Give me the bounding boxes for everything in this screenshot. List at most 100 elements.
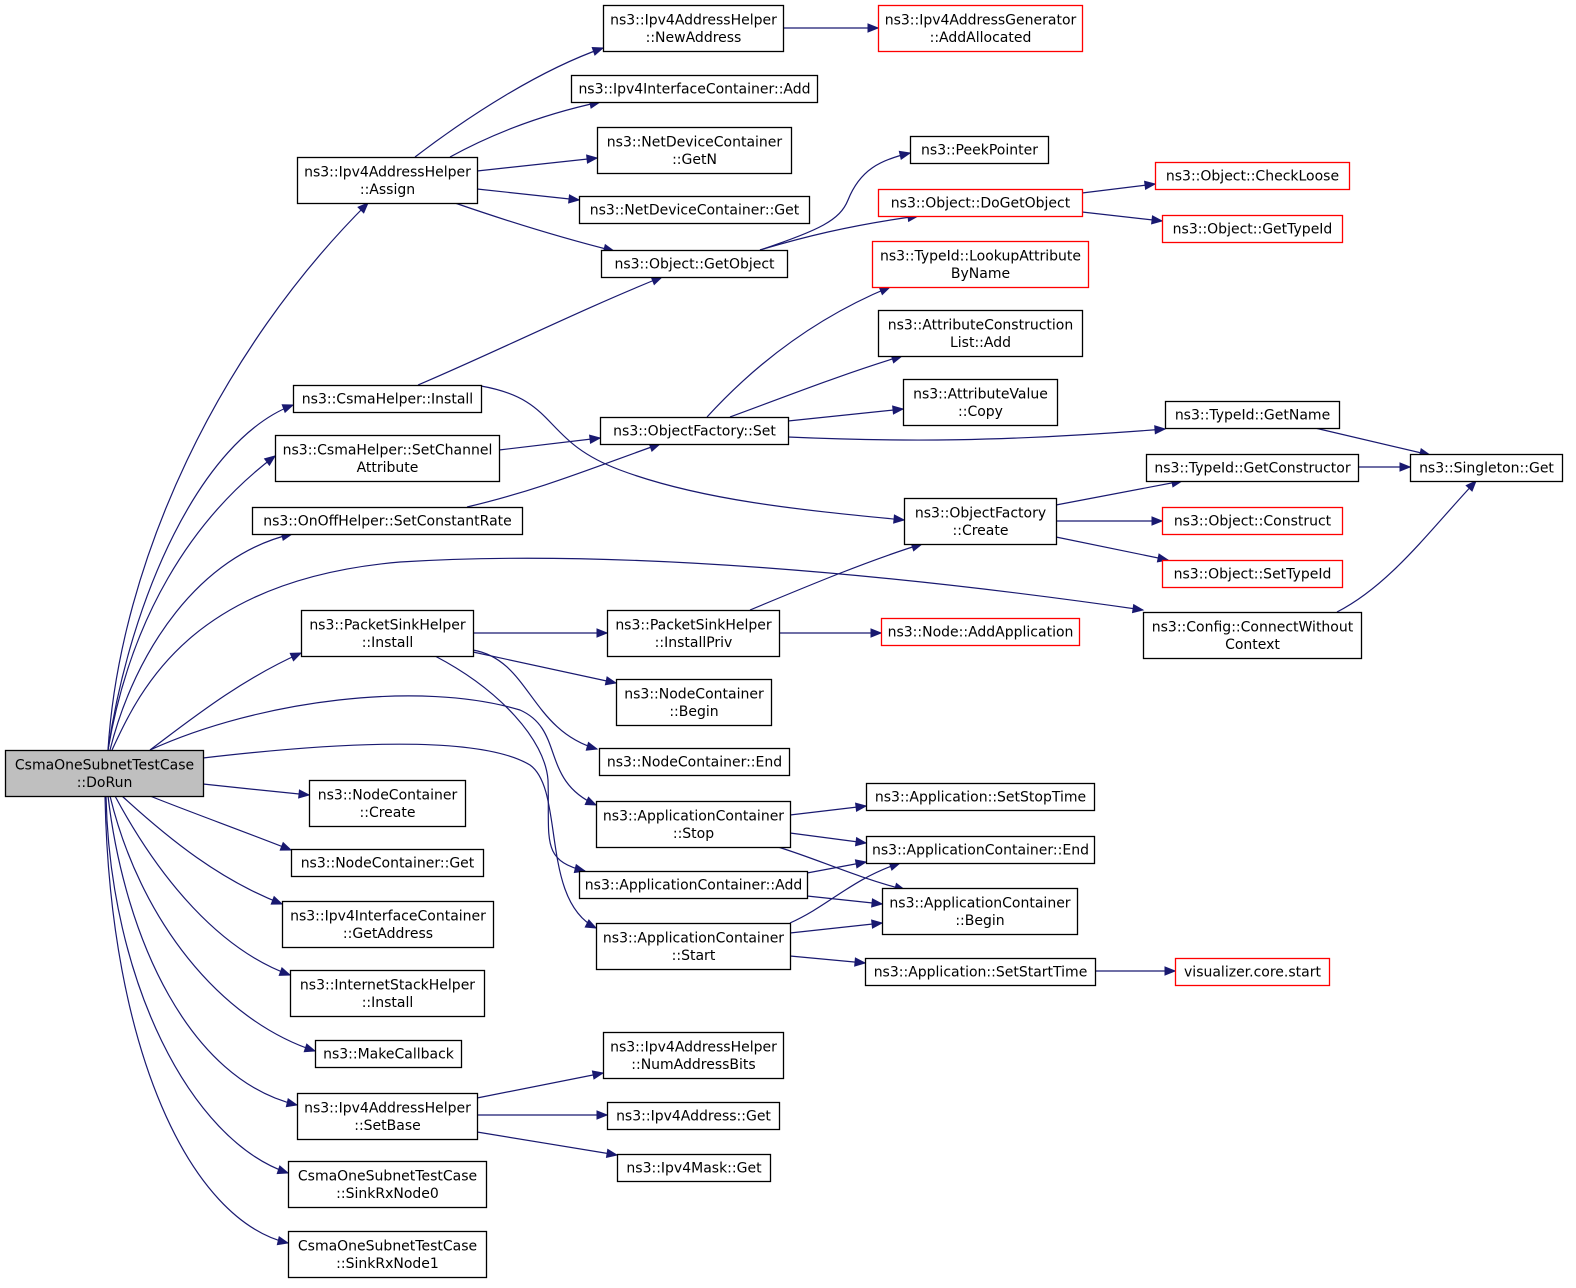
node-ipv4ic-add[interactable]: ns3::Ipv4InterfaceContainer::Add <box>570 74 819 104</box>
node-box[interactable] <box>274 434 501 483</box>
node-box[interactable] <box>296 1092 479 1141</box>
node-ac-end[interactable]: ns3::ApplicationContainer::End <box>865 835 1096 865</box>
node-psh-install[interactable]: ns3::PacketSinkHelper::Install <box>300 609 475 658</box>
node-ipv4addr-get[interactable]: ns3::Ipv4Address::Get <box>606 1101 781 1131</box>
node-box[interactable] <box>1154 161 1351 191</box>
node-box[interactable] <box>864 957 1097 987</box>
node-box[interactable] <box>1145 453 1360 483</box>
node-viz-start[interactable]: visualizer.core.start <box>1174 957 1331 987</box>
node-box[interactable] <box>296 156 479 205</box>
node-box[interactable] <box>1161 506 1344 536</box>
node-box[interactable] <box>1142 611 1363 660</box>
node-box[interactable] <box>1409 453 1564 483</box>
node-ipv4ah-numaddrbits[interactable]: ns3::Ipv4AddressHelper::NumAddressBits <box>602 1031 785 1080</box>
node-ipv4ah-assign[interactable]: ns3::Ipv4AddressHelper::Assign <box>296 156 479 205</box>
node-node-addapp[interactable]: ns3::Node::AddApplication <box>880 617 1081 647</box>
node-ipv4ic-getaddress[interactable]: ns3::Ipv4InterfaceContainer::GetAddress <box>281 900 495 949</box>
node-box[interactable] <box>616 1153 772 1183</box>
node-box[interactable] <box>598 747 791 777</box>
node-box[interactable] <box>880 617 1081 647</box>
node-obj-getobject[interactable]: ns3::Object::GetObject <box>600 249 789 279</box>
node-box[interactable] <box>1174 957 1331 987</box>
node-ish-install[interactable]: ns3::InternetStackHelper::Install <box>289 969 486 1018</box>
node-psh-installpriv[interactable]: ns3::PacketSinkHelper::InstallPriv <box>606 609 781 658</box>
node-box[interactable] <box>300 609 475 658</box>
node-obj-construct[interactable]: ns3::Object::Construct <box>1161 506 1344 536</box>
node-box[interactable] <box>287 1160 488 1209</box>
node-box[interactable] <box>570 74 819 104</box>
node-ipv4ah-newaddress[interactable]: ns3::Ipv4AddressHelper::NewAddress <box>602 4 785 53</box>
node-box[interactable] <box>881 887 1079 936</box>
node-onoff-setrate[interactable]: ns3::OnOffHelper::SetConstantRate <box>251 506 524 536</box>
node-box[interactable] <box>308 779 467 828</box>
node-ipv4ag-addallocated[interactable]: ns3::Ipv4AddressGenerator::AddAllocated <box>877 4 1084 53</box>
node-ac-begin[interactable]: ns3::ApplicationContainer::Begin <box>881 887 1079 936</box>
node-box[interactable] <box>871 240 1090 289</box>
node-box[interactable] <box>615 678 773 727</box>
node-ipv4ah-setbase[interactable]: ns3::Ipv4AddressHelper::SetBase <box>296 1092 479 1141</box>
node-box[interactable] <box>865 782 1096 812</box>
node-box[interactable] <box>596 126 793 175</box>
node-root[interactable]: CsmaOneSubnetTestCase::DoRun <box>4 749 205 798</box>
node-box[interactable] <box>877 4 1084 53</box>
node-ipv4mask-get[interactable]: ns3::Ipv4Mask::Get <box>616 1153 772 1183</box>
node-nc-begin[interactable]: ns3::NodeContainer::Begin <box>615 678 773 727</box>
node-box[interactable] <box>251 506 524 536</box>
node-box[interactable] <box>1161 559 1344 589</box>
node-of-set[interactable]: ns3::ObjectFactory::Set <box>599 416 790 446</box>
node-box[interactable] <box>4 749 205 798</box>
node-peekpointer[interactable]: ns3::PeekPointer <box>909 135 1050 165</box>
node-app-setstarttime[interactable]: ns3::Application::SetStartTime <box>864 957 1097 987</box>
node-obj-dogetobject[interactable]: ns3::Object::DoGetObject <box>877 188 1084 218</box>
node-nc-end[interactable]: ns3::NodeContainer::End <box>598 747 791 777</box>
node-av-copy[interactable]: ns3::AttributeValue::Copy <box>902 378 1059 427</box>
node-box[interactable] <box>602 4 785 53</box>
node-box[interactable] <box>290 848 485 878</box>
node-ndc-getn[interactable]: ns3::NetDeviceContainer::GetN <box>596 126 793 175</box>
node-of-create[interactable]: ns3::ObjectFactory::Create <box>903 497 1058 546</box>
node-box[interactable] <box>909 135 1050 165</box>
node-box[interactable] <box>606 609 781 658</box>
node-box[interactable] <box>578 870 809 900</box>
node-makecallback[interactable]: ns3::MakeCallback <box>314 1039 463 1069</box>
node-obj-checkloose[interactable]: ns3::Object::CheckLoose <box>1154 161 1351 191</box>
node-ac-add[interactable]: ns3::ApplicationContainer::Add <box>578 870 809 900</box>
node-box[interactable] <box>292 384 483 414</box>
node-ac-start[interactable]: ns3::ApplicationContainer::Start <box>595 922 792 971</box>
node-box[interactable] <box>877 188 1084 218</box>
node-box[interactable] <box>578 195 811 225</box>
node-box[interactable] <box>600 249 789 279</box>
node-box[interactable] <box>314 1039 463 1069</box>
node-box[interactable] <box>595 922 792 971</box>
node-box[interactable] <box>1161 214 1344 244</box>
node-box[interactable] <box>865 835 1096 865</box>
node-sinkrx1[interactable]: CsmaOneSubnetTestCase::SinkRxNode1 <box>287 1230 488 1279</box>
node-box[interactable] <box>903 497 1058 546</box>
node-csma-install[interactable]: ns3::CsmaHelper::Install <box>292 384 483 414</box>
node-box[interactable] <box>602 1031 785 1080</box>
node-box[interactable] <box>902 378 1059 427</box>
node-singleton-get[interactable]: ns3::Singleton::Get <box>1409 453 1564 483</box>
node-ndc-get[interactable]: ns3::NetDeviceContainer::Get <box>578 195 811 225</box>
node-box[interactable] <box>281 900 495 949</box>
node-box[interactable] <box>606 1101 781 1131</box>
node-box[interactable] <box>1164 400 1341 430</box>
node-sinkrx0[interactable]: CsmaOneSubnetTestCase::SinkRxNode0 <box>287 1160 488 1209</box>
node-ac-stop[interactable]: ns3::ApplicationContainer::Stop <box>595 800 792 849</box>
node-box[interactable] <box>599 416 790 446</box>
node-app-setstoptime[interactable]: ns3::Application::SetStopTime <box>865 782 1096 812</box>
node-box[interactable] <box>595 800 792 849</box>
node-box[interactable] <box>289 969 486 1018</box>
node-obj-gettypeid[interactable]: ns3::Object::GetTypeId <box>1161 214 1344 244</box>
node-obj-settypeid[interactable]: ns3::Object::SetTypeId <box>1161 559 1344 589</box>
node-nc-create[interactable]: ns3::NodeContainer::Create <box>308 779 467 828</box>
node-typeid-getname[interactable]: ns3::TypeId::GetName <box>1164 400 1341 430</box>
node-nc-get[interactable]: ns3::NodeContainer::Get <box>290 848 485 878</box>
node-typeid-getconstructor[interactable]: ns3::TypeId::GetConstructor <box>1145 453 1360 483</box>
node-box[interactable] <box>287 1230 488 1279</box>
node-box[interactable] <box>877 309 1084 358</box>
